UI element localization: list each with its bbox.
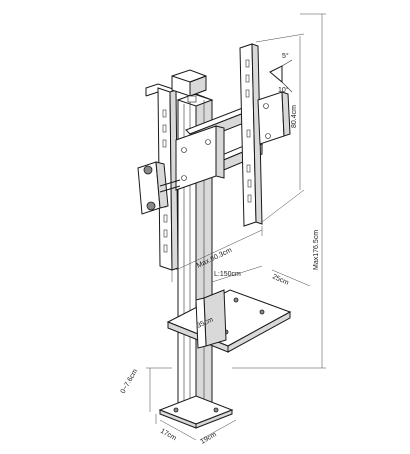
floor-gap-label: 0~7.6cm xyxy=(120,368,140,395)
column-top-cap xyxy=(171,69,207,103)
right-vesa-rail xyxy=(239,43,291,227)
shelf xyxy=(166,289,292,353)
base-width-label: 17cm xyxy=(159,428,177,443)
bracket-height-label: 80.4cm xyxy=(291,105,298,128)
tilt-bottom-label: 10° xyxy=(278,86,289,94)
tilt-top-label: 5° xyxy=(282,52,289,60)
base-plate xyxy=(158,395,234,429)
dimension-lines xyxy=(146,13,326,441)
shelf-length-label: L:150cm xyxy=(214,271,241,278)
max-height-label: Max176.5cm xyxy=(313,230,320,270)
base-depth-label: 19cm xyxy=(200,431,218,446)
shelf-depth-label: 25cm xyxy=(271,273,290,286)
tilt-indicator: 5° 10° xyxy=(269,52,293,94)
left-side-bracket xyxy=(137,161,181,215)
